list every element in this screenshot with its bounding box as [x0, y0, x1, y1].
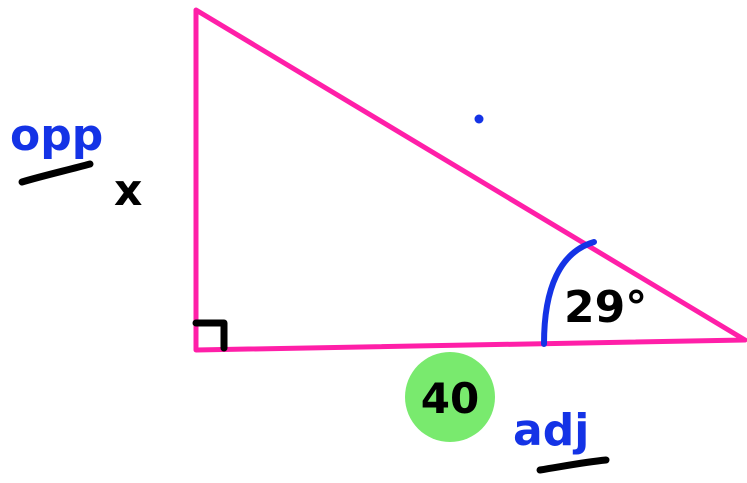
angle-arc — [541, 239, 597, 347]
blue-dot — [474, 114, 484, 124]
adjacent-length-label: 40 — [421, 374, 479, 423]
adjacent-underline — [536, 456, 610, 474]
adjacent-label: adj — [513, 405, 589, 456]
opposite-underline — [18, 160, 94, 186]
opposite-label: opp — [10, 110, 103, 161]
side-variable-label: x — [114, 165, 142, 216]
right-angle-marker — [192, 319, 228, 352]
right-triangle — [193, 7, 747, 353]
angle-label: 29° — [564, 282, 647, 333]
adjacent-length-highlight — [405, 352, 495, 442]
